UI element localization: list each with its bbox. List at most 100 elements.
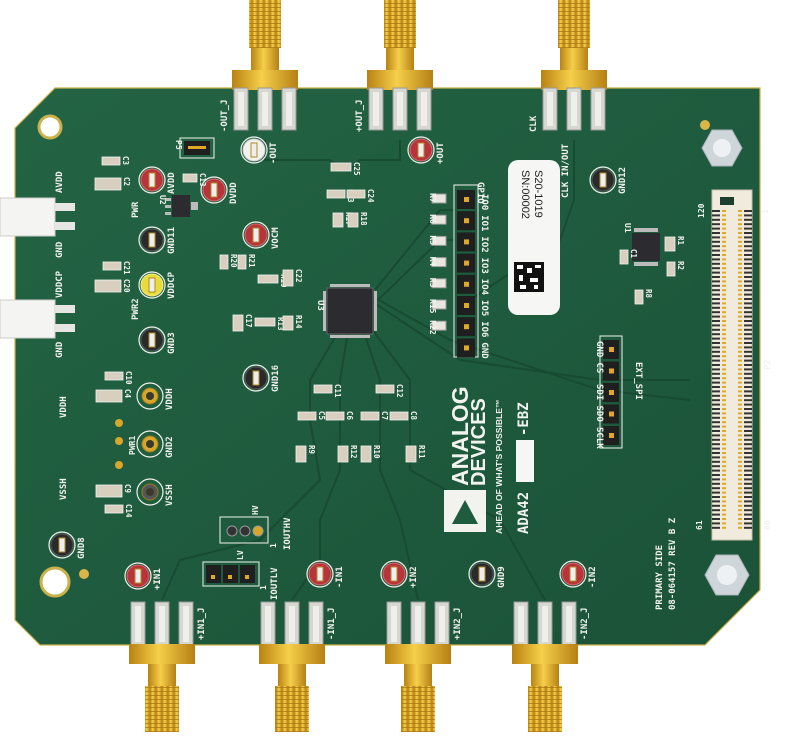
component-r12 [337,445,349,463]
resistor [431,299,447,310]
component-label: C2 [122,177,131,186]
component-c20 [94,279,122,293]
testpoint-gnd11[interactable] [138,226,166,254]
component-r1 [664,236,676,252]
component-c8 [389,411,409,421]
pwr2-connector[interactable] [0,299,75,339]
testpoint-label: -OUT [269,142,279,164]
component-label: R20 [229,254,238,268]
p5-jumper[interactable] [179,137,215,159]
sma-connector--in1-j[interactable] [259,601,325,732]
sma-connector-clk[interactable] [541,0,607,131]
component-label: C9 [123,484,132,494]
gpio-pin-io2[interactable] [457,232,475,252]
iouthv-header[interactable] [219,516,269,544]
component-r19 [257,274,279,284]
sma-label: +IN1_J [197,607,207,640]
ioutlv-header[interactable] [202,561,260,587]
datamatrix-code [514,262,544,292]
p2-connector[interactable] [711,189,753,541]
testpoint-gnd9[interactable] [468,560,496,588]
component-c21 [102,261,122,271]
sma-connector--in2-j[interactable] [512,601,578,732]
component-label: R1 [676,236,685,246]
testpoint-label: AVDD [167,172,177,194]
component-c13 [182,173,198,183]
component-r10 [360,445,372,463]
ext-spi-pin-sdi[interactable] [603,383,619,402]
testpoint-gnd12[interactable] [589,166,617,194]
component-label: R13 [276,317,285,331]
gpio-pin-label: GND [479,342,489,359]
ext-spi-pin-gnd[interactable] [603,340,619,359]
testpoint-label: +IN1 [153,568,163,590]
pwr1-pads[interactable] [115,419,123,469]
serial-sticker: S20-1019 SN:00002 [508,160,560,315]
sma-connector--in1-j[interactable] [129,601,195,732]
ext-spi-pin-cs[interactable] [603,361,619,381]
gpio-pin-label: IO0 [479,194,489,210]
gpio-pin-io1[interactable] [457,211,475,231]
testpoint-label: GND11 [167,227,177,254]
ext-spi-header[interactable] [599,335,623,449]
gpio-pin-io6[interactable] [457,317,475,337]
testpoint--out[interactable] [240,136,268,164]
component-c4 [95,389,123,403]
component-label: C6 [345,411,354,421]
testpoint-label: VDDCP [167,271,177,299]
sma-connector--out-j[interactable] [232,0,298,131]
component-label: R21 [247,254,256,268]
testpoint-vocm[interactable] [242,221,270,249]
testpoint-label: GND12 [618,167,628,194]
component-label: C20 [122,279,131,293]
gpio-pin-io4[interactable] [457,274,475,294]
testpoint--out[interactable] [407,136,435,164]
pad-vssh[interactable] [136,478,164,506]
pad-vddh[interactable] [136,382,164,410]
ext-spi-pin-sclk[interactable] [603,426,619,445]
component-c3 [101,156,121,166]
component-c23 [326,189,346,199]
pwr-connector[interactable] [0,197,75,237]
sticker-line2: SN:00002 [519,170,531,219]
sma-label: -OUT_J [220,99,230,132]
testpoint-gnd8[interactable] [48,531,76,559]
component-label: R12 [349,445,358,459]
ioutlv-label: IOUTLV [270,567,280,600]
testpoint-gnd16[interactable] [242,364,270,392]
sma-label: +IN2_J [453,607,463,640]
gpio-pin-gnd[interactable] [457,338,475,358]
testpoint-label: GND16 [271,365,281,392]
tagline: AHEAD OF WHAT'S POSSIBLE™ [494,399,504,534]
gpio-pin-io0[interactable] [457,190,475,209]
gpio-pin-io5[interactable] [457,296,475,315]
component-label: R9 [307,445,316,455]
resistor-label: R3 [428,278,437,288]
resistor [431,214,447,225]
component-label: C1 [629,249,638,259]
testpoint-label: -IN2 [588,566,598,588]
resistor-label: R6 [428,214,437,224]
component-r2 [666,261,676,277]
testpoint-avdd[interactable] [138,166,166,194]
testpoint-vddcp[interactable] [138,271,166,299]
component-label: R8 [644,289,653,299]
sma-connector--out-j[interactable] [367,0,433,131]
u2-label: U2 [158,195,167,205]
sma-connector--in2-j[interactable] [385,601,451,732]
testpoint-dvdd[interactable] [200,176,228,204]
gpio-pin-io3[interactable] [457,253,475,273]
passive-components: C2C3C13C21C20C10C4C9C14R20R21R19C22C17R1… [94,156,685,518]
testpoint-label: GND3 [167,332,177,354]
ext-spi-title: EXT_SPI [633,362,643,400]
testpoint--in2[interactable] [380,560,408,588]
testpoint--in1[interactable] [306,560,334,588]
pad-gnd2[interactable] [136,430,164,458]
gpio-header[interactable] [453,184,479,358]
testpoint--in2[interactable] [559,560,587,588]
component-label: C14 [124,504,133,518]
testpoint--in1[interactable] [124,562,152,590]
component-c24 [346,189,366,199]
ext-spi-pin-sdo[interactable] [603,404,619,424]
testpoint-gnd3[interactable] [138,326,166,354]
